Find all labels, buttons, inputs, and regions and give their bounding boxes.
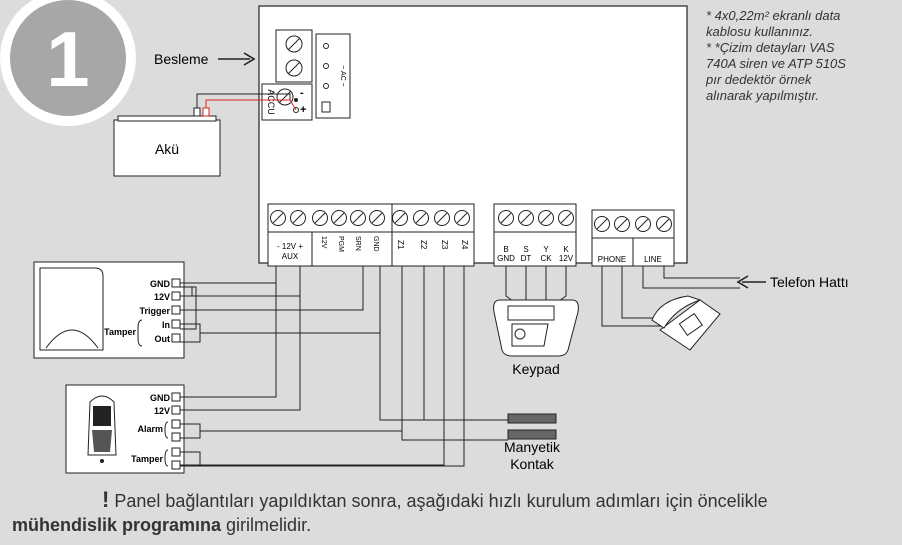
- pir-tamper-label: Tamper: [131, 454, 163, 464]
- siren-tamper-label: Tamper: [104, 327, 136, 337]
- keypad-term-y: Y: [543, 245, 549, 254]
- step-badge: [10, 0, 126, 116]
- note-line-3: * *Çizim detayları VAS: [706, 40, 835, 55]
- warning-icon: !: [102, 487, 110, 512]
- note-line-2: kablosu kullanınız.: [706, 24, 813, 39]
- siren-trigger-label: Trigger: [139, 306, 170, 316]
- phone-wiring: [601, 266, 740, 327]
- zone-3-label: Z3: [440, 240, 449, 250]
- screw-terminal: [635, 216, 651, 232]
- screw-terminal: [331, 210, 347, 226]
- keypad-term-ck: CK: [540, 254, 552, 263]
- siren-gnd-label: GND: [150, 279, 171, 289]
- pir-alarm-label: Alarm: [137, 424, 163, 434]
- battery-wire-negative: [196, 93, 291, 108]
- note-line-5: pır dedektör örnek: [706, 72, 812, 87]
- screw-terminal: [369, 210, 385, 226]
- accu-minus: -: [300, 87, 304, 99]
- screw-terminal: [434, 210, 450, 226]
- screw-terminal: [538, 210, 554, 226]
- magnet-contact-2: [507, 429, 557, 440]
- screw-terminal: [285, 59, 303, 77]
- siren-wiring: [180, 266, 381, 343]
- screw-terminal: [270, 210, 286, 226]
- keypad-term-gnd: GND: [497, 254, 515, 263]
- terminal-pgm-label: PGM: [337, 236, 344, 252]
- line-label: LINE: [644, 255, 662, 264]
- pir-gnd-label: GND: [150, 393, 171, 403]
- terminal-gnd-label: GND: [372, 236, 379, 252]
- siren-housing: [39, 267, 104, 351]
- screw-terminal: [285, 35, 303, 53]
- screw-terminal: [290, 210, 306, 226]
- terminal-srn-label: SRN: [354, 236, 361, 251]
- screw-terminal: [392, 210, 408, 226]
- terminal-12v-label: 12V: [320, 236, 327, 249]
- keypad-term-dt: DT: [521, 254, 532, 263]
- note-line-1: * 4x0,22m² ekranlı data: [706, 8, 841, 23]
- magnetic-contact-label-2: Kontak: [510, 456, 555, 472]
- footer-bold: mühendislik programına: [12, 515, 222, 535]
- screw-terminal: [413, 210, 429, 226]
- screw-terminal: [312, 210, 328, 226]
- aux-label-top: - 12V +: [277, 242, 303, 251]
- zone-1-label: Z1: [396, 240, 405, 250]
- note-line-4: 740A siren ve ATP 510S: [706, 56, 846, 71]
- screw-terminal: [518, 210, 534, 226]
- ac-label: ~ AC ~: [339, 65, 346, 86]
- battery-wire-positive: [205, 99, 297, 111]
- screw-terminal: [656, 216, 672, 232]
- screw-terminal: [454, 210, 470, 226]
- zone-2-label: Z2: [419, 240, 428, 250]
- keypad-term-b: B: [503, 245, 508, 254]
- aux-label: AUX: [282, 252, 299, 261]
- keypad-label: Keypad: [512, 361, 559, 377]
- screw-terminal: [276, 88, 294, 106]
- phone-line-label: Telefon Hattı: [770, 274, 849, 290]
- pir-detector: [65, 384, 185, 474]
- battery: [113, 119, 221, 177]
- note-line-6: alınarak yapılmıştır.: [706, 88, 819, 103]
- accu-plus: +: [300, 104, 306, 116]
- siren-out-label: Out: [155, 334, 171, 344]
- zone-4-label: Z4: [460, 240, 469, 250]
- screw-terminal: [594, 216, 610, 232]
- battery-label: Akü: [155, 141, 179, 157]
- step-number: 1: [46, 15, 89, 103]
- screw-terminal: [350, 210, 366, 226]
- accu-label: ACCU: [266, 89, 276, 115]
- keypad-term-12v: 12V: [559, 254, 574, 263]
- pir-12v-label: 12V: [154, 406, 170, 416]
- magnetic-contact-label-1: Manyetik: [504, 439, 561, 455]
- footer-text-1: Panel bağlantıları yapıldıktan sonra, aş…: [109, 491, 768, 511]
- siren-in-label: In: [162, 320, 170, 330]
- magnet-contact-1: [507, 413, 557, 424]
- screw-terminal: [614, 216, 630, 232]
- screw-terminal: [498, 210, 514, 226]
- power-label: Besleme: [154, 51, 209, 67]
- telephone-icon: [651, 295, 721, 351]
- screw-terminal: [558, 210, 574, 226]
- keypad-term-k: K: [563, 245, 569, 254]
- footer-instructions: ! Panel bağlantıları yapıldıktan sonra, …: [12, 488, 892, 537]
- phone-label: PHONE: [598, 255, 626, 264]
- contact-wiring: [379, 266, 508, 441]
- siren-12v-label: 12V: [154, 292, 170, 302]
- notes-block: * 4x0,22m² ekranlı data kablosu kullanın…: [706, 8, 896, 104]
- keypad-term-s: S: [523, 245, 528, 254]
- footer-text-2: girilmelidir.: [221, 515, 312, 535]
